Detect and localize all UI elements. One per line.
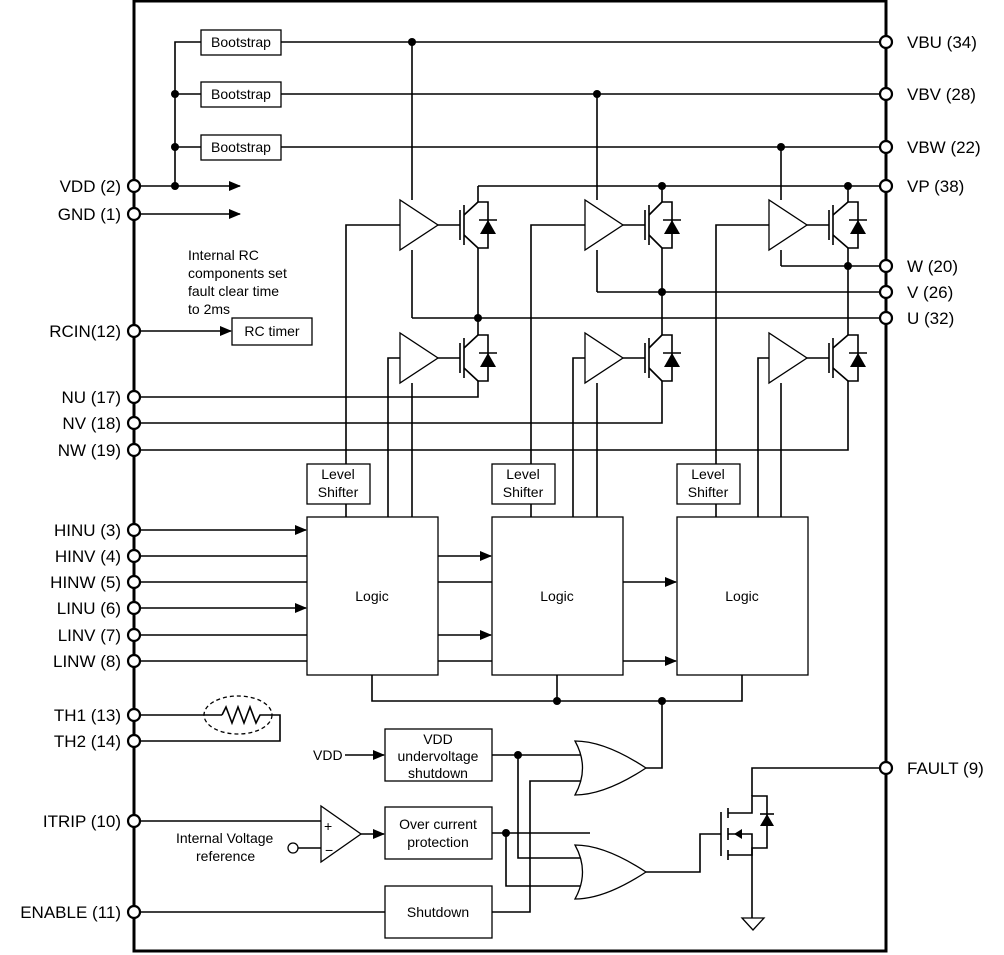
oc-label-1: Over current <box>399 816 477 832</box>
logic-w-label: Logic <box>725 588 758 604</box>
driver-v-high <box>584 198 625 252</box>
pin-itrip: ITRIP (10) <box>43 812 121 831</box>
driver-u-high <box>399 198 440 252</box>
shutdown-box <box>384 885 493 939</box>
driver-u-low <box>399 331 440 385</box>
pin-vp: VP (38) <box>907 177 964 196</box>
phase-w-high <box>768 147 867 335</box>
uv-shutdown-box <box>384 728 493 782</box>
phase-v-high <box>584 94 681 335</box>
bootstrap-u <box>200 29 282 56</box>
level-shifters: Level Shifter Level Shifter Level Shifte… <box>306 463 741 517</box>
comp-minus: − <box>325 842 333 858</box>
pin-w: W (20) <box>907 257 958 276</box>
uv-label-2: undervoltage <box>398 748 479 764</box>
vref-line2: reference <box>196 848 255 864</box>
pin-u: U (32) <box>907 309 954 328</box>
pin-nv: NV (18) <box>62 414 121 433</box>
phase-u-low <box>134 331 497 398</box>
bootstrap-section: Bootstrap Bootstrap Bootstrap <box>171 29 886 190</box>
uv-label-3: shutdown <box>408 765 468 781</box>
or-gate-top <box>573 740 648 796</box>
pin-nw: NW (19) <box>58 441 121 460</box>
level-shifter-w-l2: Shifter <box>688 484 729 500</box>
oc-protection-box <box>384 806 493 860</box>
phase-w-low <box>134 331 867 451</box>
level-shifter-u-l1: Level <box>321 466 354 482</box>
pin-gnd: GND (1) <box>58 205 121 224</box>
logic-blocks: Logic Logic Logic <box>306 516 809 676</box>
bootstrap-v-label: Bootstrap <box>211 86 271 102</box>
phase-v-low <box>134 331 681 424</box>
or-gate-bottom <box>573 844 648 900</box>
pin-vdd: VDD (2) <box>60 177 121 196</box>
bootstrap-u-label: Bootstrap <box>211 34 271 50</box>
driver-v-low <box>584 331 625 385</box>
bootstrap-v <box>200 81 282 108</box>
logic-u-label: Logic <box>355 588 388 604</box>
left-pin-labels: VDD (2) GND (1) RCIN(12) NU (17) NV (18)… <box>20 177 121 922</box>
pin-fault: FAULT (9) <box>907 759 984 778</box>
pin-hinv: HINV (4) <box>55 547 121 566</box>
oc-label-2: protection <box>407 834 468 850</box>
itrip-comparator <box>320 804 363 864</box>
logic-v-label: Logic <box>540 588 573 604</box>
driver-w-high <box>768 198 809 252</box>
thermistor <box>134 695 281 742</box>
pin-v: V (26) <box>907 283 953 302</box>
pin-rcin: RCIN(12) <box>49 322 121 341</box>
rc-timer-label: RC timer <box>244 323 300 339</box>
comp-plus: + <box>324 818 332 834</box>
terminals <box>126 34 894 920</box>
level-shifter-w-l1: Level <box>691 466 724 482</box>
package-outline <box>132 0 888 953</box>
pin-enable: ENABLE (11) <box>20 903 121 922</box>
pin-vbv: VBV (28) <box>907 85 976 104</box>
shutdown-label: Shutdown <box>407 904 469 920</box>
uv-label-1: VDD <box>423 731 453 747</box>
right-pin-labels: VBU (34) VBV (28) VBW (22) VP (38) W (20… <box>907 33 984 778</box>
rc-note-line4: to 2ms <box>188 301 230 317</box>
vref-line1: Internal Voltage <box>176 830 274 846</box>
phase-u-high <box>399 42 497 335</box>
fault-mosfet <box>720 767 886 931</box>
pin-th2: TH2 (14) <box>54 732 121 751</box>
driver-w-low <box>768 331 809 385</box>
pin-th1: TH1 (13) <box>54 706 121 725</box>
pin-hinu: HINU (3) <box>54 521 121 540</box>
pin-nu: NU (17) <box>61 388 121 407</box>
rc-timer-box <box>231 317 313 346</box>
rc-note-line2: components set <box>188 265 287 281</box>
pin-hinw: HINW (5) <box>50 573 121 592</box>
level-shifter-v-l2: Shifter <box>503 484 544 500</box>
level-shifter-u-l2: Shifter <box>318 484 359 500</box>
rc-note-line1: Internal RC <box>188 247 259 263</box>
pin-linw: LINW (8) <box>53 652 121 671</box>
pin-linv: LINV (7) <box>58 626 121 645</box>
bootstrap-w <box>200 134 282 161</box>
pin-linu: LINU (6) <box>57 599 121 618</box>
pin-vbu: VBU (34) <box>907 33 977 52</box>
rc-note-line3: fault clear time <box>188 283 279 299</box>
level-shifter-v-l1: Level <box>506 466 539 482</box>
bootstrap-w-label: Bootstrap <box>211 139 271 155</box>
uv-vdd-input-label: VDD <box>313 747 343 763</box>
pin-vbw: VBW (22) <box>907 138 981 157</box>
